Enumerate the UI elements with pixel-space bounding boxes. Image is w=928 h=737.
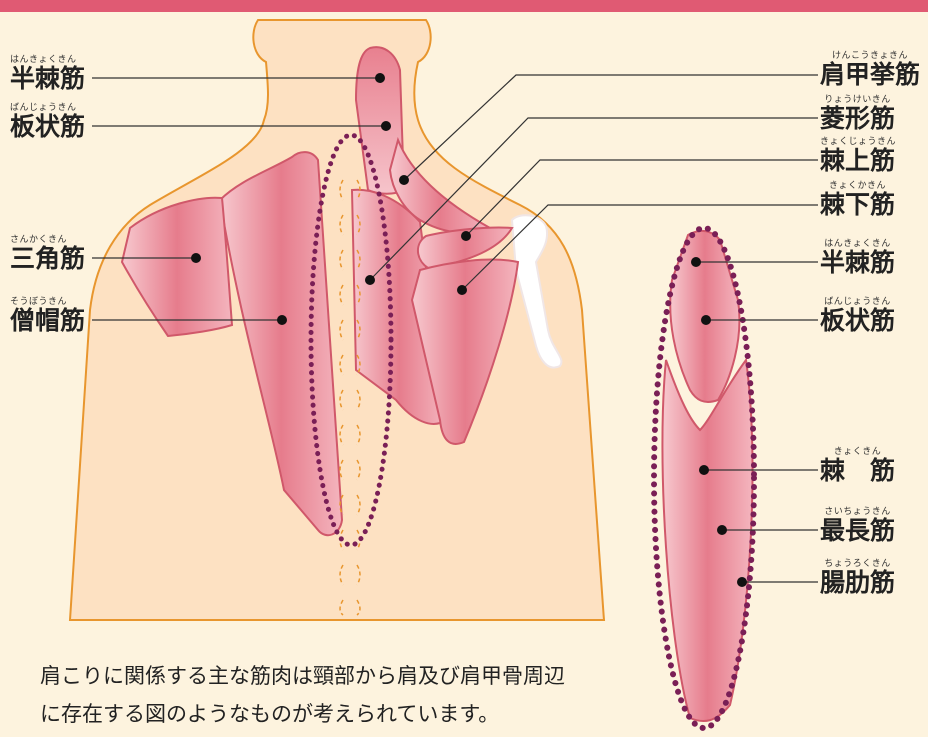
label-text: 肩甲挙筋	[820, 62, 920, 87]
label-text: 三角筋	[10, 246, 85, 271]
label-levator-scapulae: けんこうきょきん 肩甲挙筋	[820, 52, 920, 87]
label-iliocostalis: ちょうろくきん 腸肋筋	[820, 560, 895, 595]
top-bar	[0, 0, 928, 12]
label-text: 最長筋	[820, 518, 895, 543]
label-text: 板状筋	[820, 308, 895, 333]
label-spinalis: きょくきん 棘 筋	[820, 448, 895, 483]
label-infraspinatus: きょくかきん 棘下筋	[820, 182, 895, 217]
label-splenius-left: ばんじょうきん 板状筋	[10, 104, 85, 139]
caption-line-1: 肩こりに関係する主な筋肉は頸部から肩及び肩甲骨周辺	[40, 660, 565, 690]
label-supraspinatus: きょくじょうきん 棘上筋	[820, 138, 896, 173]
label-text: 棘上筋	[820, 148, 896, 173]
label-text: 半棘筋	[820, 250, 895, 275]
label-longissimus: さいちょうきん 最長筋	[820, 508, 895, 543]
label-deltoid: さんかくきん 三角筋	[10, 236, 85, 271]
label-trapezius: そうぼうきん 僧帽筋	[10, 298, 85, 333]
label-semispinalis-left: はんきょくきん 半棘筋	[10, 56, 85, 91]
label-text: 棘下筋	[820, 192, 895, 217]
label-text: 菱形筋	[820, 106, 895, 131]
label-text: 棘 筋	[820, 458, 895, 483]
label-text: 板状筋	[10, 114, 85, 139]
label-text: 腸肋筋	[820, 570, 895, 595]
label-splenius-right: ばんじょうきん 板状筋	[820, 298, 895, 333]
caption-line-2: に存在する図のようなものが考えられています。	[40, 698, 499, 728]
label-rhomboid: りょうけいきん 菱形筋	[820, 96, 895, 131]
label-text: 僧帽筋	[10, 308, 85, 333]
label-semispinalis-right: はんきょくきん 半棘筋	[820, 240, 895, 275]
label-text: 半棘筋	[10, 66, 85, 91]
